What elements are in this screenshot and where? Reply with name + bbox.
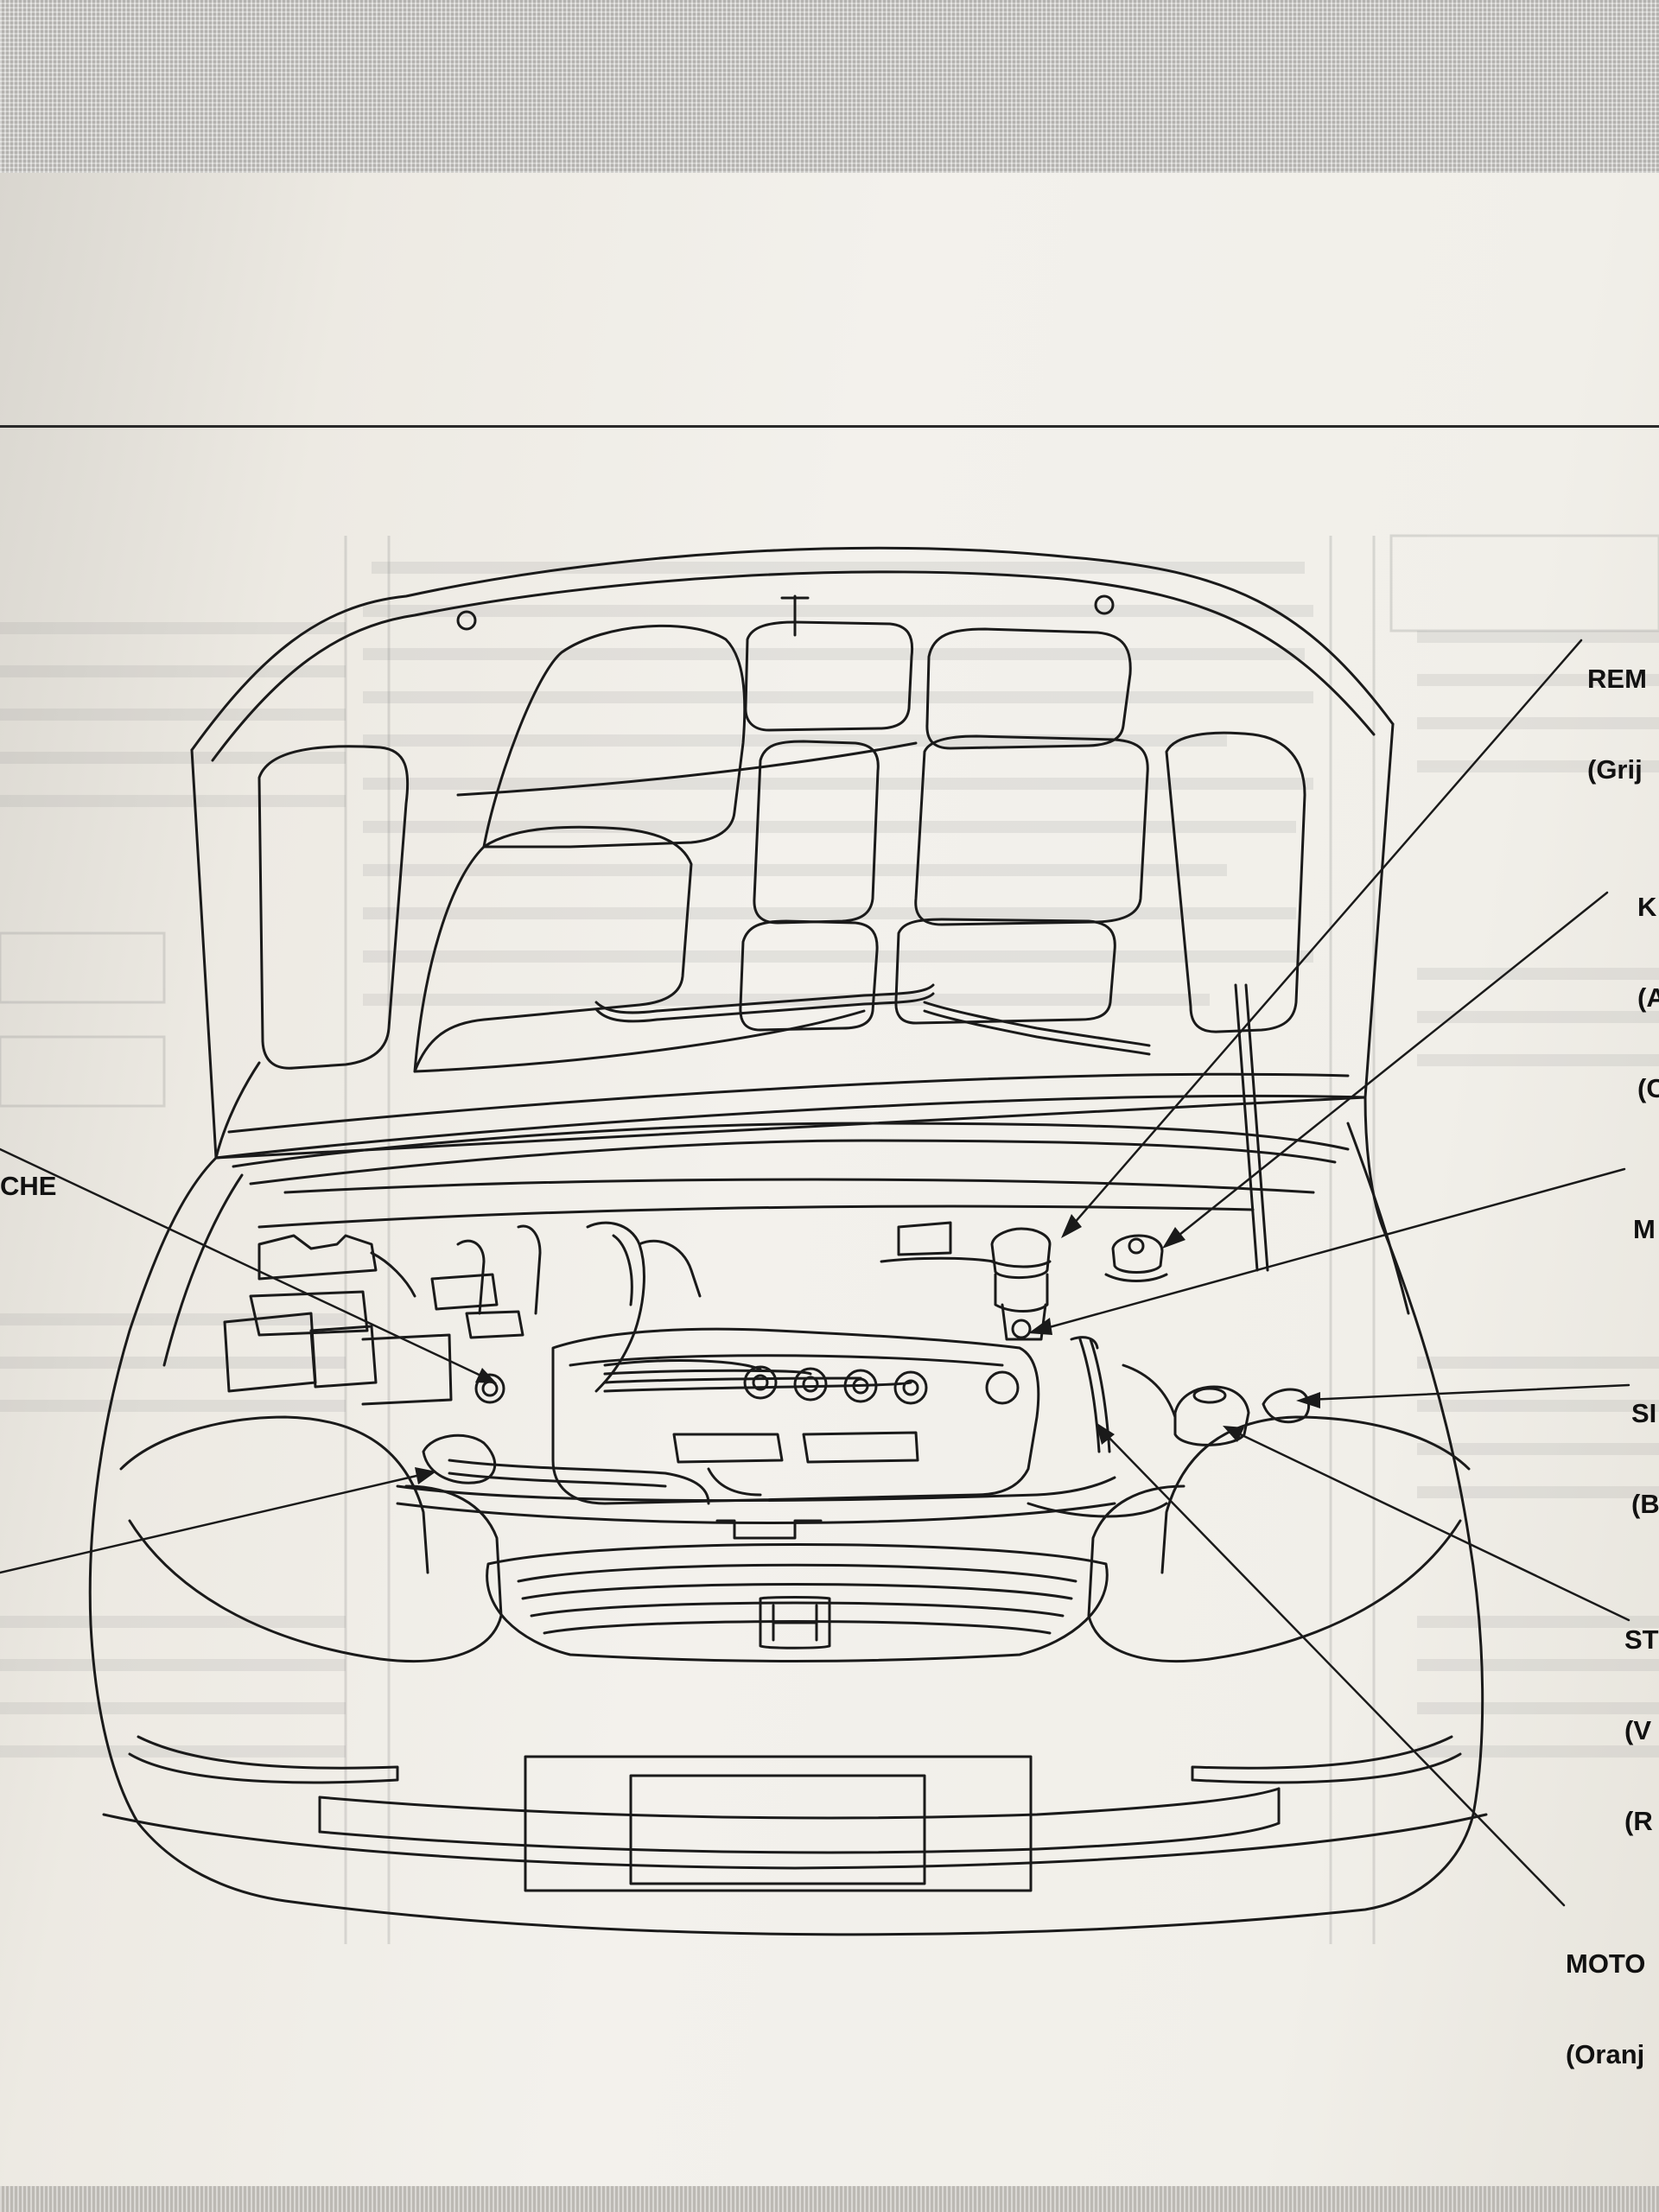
label-clutch-fluid-sub-b: (C	[1637, 1073, 1659, 1103]
car-body	[88, 1096, 1488, 1936]
label-engine-oil: MOTO (Oranj	[1566, 1888, 1645, 2100]
label-left-che: CHE	[0, 1110, 56, 1231]
background-cloth	[0, 0, 1659, 181]
label-left-che-title: CHE	[0, 1171, 57, 1201]
label-brake-fluid: REM (Grij	[1587, 603, 1647, 815]
label-clutch-fluid-sub-a: (A	[1637, 982, 1659, 1013]
label-m: M	[1633, 1154, 1656, 1274]
label-power-steering-sub-b: (R	[1624, 1806, 1653, 1836]
page-header-rule	[0, 425, 1659, 428]
power-steering-reservoir-icon	[1173, 1385, 1250, 1446]
label-clutch-fluid-title: K	[1637, 892, 1657, 922]
label-washer: SI (B	[1631, 1338, 1659, 1549]
label-power-steering: ST (V (R	[1624, 1564, 1659, 1866]
brake-fluid-reservoir-icon	[990, 1227, 1052, 1341]
label-clutch-fluid: K (A (C	[1637, 831, 1659, 1134]
label-power-steering-sub-a: (V	[1624, 1715, 1651, 1745]
label-washer-title: SI	[1631, 1398, 1657, 1428]
label-brake-fluid-title: REM	[1587, 664, 1647, 694]
background-cloth-bottom	[0, 2186, 1659, 2212]
label-m-title: M	[1633, 1214, 1656, 1244]
open-hood	[190, 546, 1395, 1272]
label-engine-oil-title: MOTO	[1566, 1948, 1646, 1979]
honda-logo-icon	[759, 1596, 831, 1649]
label-engine-oil-sub: (Oranj	[1566, 2039, 1645, 2069]
label-washer-sub: (B	[1631, 1489, 1659, 1519]
label-power-steering-title: ST	[1624, 1624, 1659, 1655]
label-brake-fluid-sub: (Grij	[1587, 754, 1643, 785]
engine-bay	[223, 1122, 1350, 1540]
clutch-fluid-reservoir-icon	[1104, 1234, 1168, 1282]
leader-arrows	[415, 1214, 1320, 1484]
leader-lines	[0, 639, 1630, 1907]
